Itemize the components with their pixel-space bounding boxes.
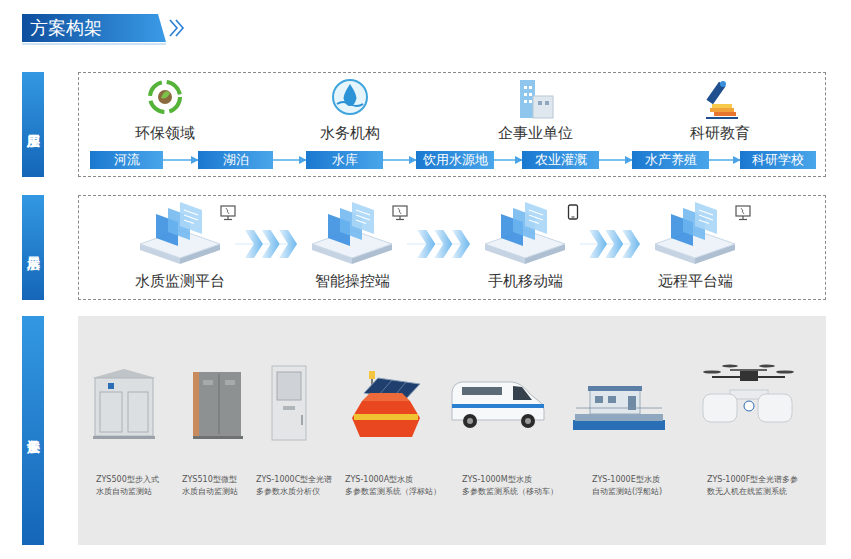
layer-title: 设备层 — [22, 316, 44, 545]
category-label: 水务机构 — [290, 124, 410, 142]
scenario-pill: 农业灌溉 — [522, 151, 599, 169]
device-node: ZYS-1000F型全光谱多参 数无人机在线监测系统 — [707, 474, 807, 504]
category-label: 科研教育 — [660, 124, 780, 142]
micro-station — [193, 372, 243, 439]
device-caption: ZYS-1000C型全光谱 多参数水质分析仪 — [256, 474, 356, 498]
chevron-arrow — [407, 244, 470, 245]
category-label: 环保领域 — [105, 124, 225, 142]
monitoring-van — [452, 382, 544, 428]
pill-label: 饮用水源地 — [423, 151, 488, 169]
scenario-pill: 湖泊 — [198, 151, 273, 169]
terminal-node: 水质监测平台 — [125, 196, 235, 292]
terminal-node: 手机移动端 — [470, 196, 580, 292]
analyzer-cabinet — [272, 366, 306, 440]
scenario-pill: 河流 — [90, 151, 163, 169]
layer-frame — [78, 316, 826, 545]
scenario-pill: 水库 — [306, 151, 383, 169]
mobile-icon — [485, 202, 578, 264]
terminal-node: 智能操控端 — [297, 196, 407, 292]
device-node: ZYS500型步入式 水质自动监测站 — [96, 474, 196, 504]
tab-chevron — [170, 20, 177, 36]
drone-system — [703, 365, 794, 423]
terminal-label: 水质监测平台 — [135, 272, 225, 290]
device-caption: ZYS-1000F型全光谱多参 数无人机在线监测系统 — [707, 474, 807, 498]
device-caption: ZYS-1000E型水质 自动监测站(浮船站) — [592, 474, 692, 498]
layer-title: 应用层 — [22, 72, 44, 177]
scenario-pill: 饮用水源地 — [416, 151, 494, 169]
title-tab-shape — [22, 14, 166, 42]
pill-label: 科研学校 — [752, 151, 804, 169]
pill-label: 水产养殖 — [645, 151, 697, 169]
buoy-station — [352, 371, 420, 437]
terminal-node: 远程平台端 — [640, 196, 750, 292]
building-icon — [520, 80, 553, 118]
water-icon — [333, 80, 367, 114]
flow-arrow — [273, 159, 306, 161]
pill-label: 湖泊 — [223, 151, 249, 169]
device-caption: ZYS-1000M型水质 多参数监测系统（移动车） — [462, 474, 562, 498]
platform-icon — [140, 202, 235, 264]
diagram-title: 方案构架 — [30, 16, 102, 40]
device-node: ZYS-1000C型全光谱 多参数水质分析仪 — [256, 474, 356, 504]
terminal-label: 智能操控端 — [315, 272, 390, 290]
flow-arrow — [383, 159, 416, 161]
device-caption: ZYS500型步入式 水质自动监测站 — [96, 474, 196, 498]
pill-label: 水库 — [332, 151, 358, 169]
pill-label: 农业灌溉 — [535, 151, 587, 169]
flow-arrow — [709, 159, 740, 161]
layer-title: 展示层 — [22, 195, 44, 300]
category-label: 企事业单位 — [475, 124, 595, 142]
chevron-arrow — [580, 244, 640, 245]
walkin-station — [92, 369, 156, 439]
terminal-label: 远程平台端 — [658, 272, 733, 290]
layer-band: 应用层河流 湖泊 水库 饮用水源地 农业灌溉 水产养殖 科研学校 — [22, 72, 826, 177]
layer-band: 展示层水质监测平台 智能操控端 手机移动端 远程平台端 — [22, 195, 826, 300]
pill-label: 河流 — [114, 151, 140, 169]
flow-arrow — [163, 159, 198, 161]
terminal-label: 手机移动端 — [488, 272, 563, 290]
scenario-pill: 水产养殖 — [632, 151, 709, 169]
device-caption: ZYS-1000A型水质 多参数监测系统（浮标站） — [345, 474, 445, 498]
tab-chevron — [176, 20, 183, 36]
eco-icon — [150, 82, 180, 112]
chevron-arrow — [235, 244, 297, 245]
scenario-pill: 科研学校 — [740, 151, 816, 169]
layer-band: 设备层ZYS500型步入式 水质自动监测站ZYS510型微型 水质自动监测站ZY… — [22, 316, 826, 545]
flow-arrow — [599, 159, 632, 161]
remote-icon — [655, 202, 750, 264]
device-node: ZYS-1000M型水质 多参数监测系统（移动车） — [462, 474, 562, 504]
device-node: ZYS-1000E型水质 自动监测站(浮船站) — [592, 474, 692, 504]
flow-arrow — [494, 159, 522, 161]
science-icon — [706, 81, 738, 118]
tab-underline — [22, 44, 166, 45]
floating-boat-station — [573, 386, 665, 430]
control-icon — [312, 202, 407, 264]
device-node: ZYS-1000A型水质 多参数监测系统（浮标站） — [345, 474, 445, 504]
